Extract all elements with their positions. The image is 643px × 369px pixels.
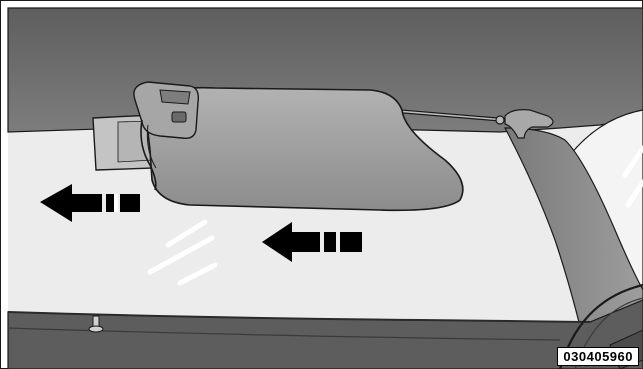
figure-id-label: 030405960 <box>557 347 639 366</box>
